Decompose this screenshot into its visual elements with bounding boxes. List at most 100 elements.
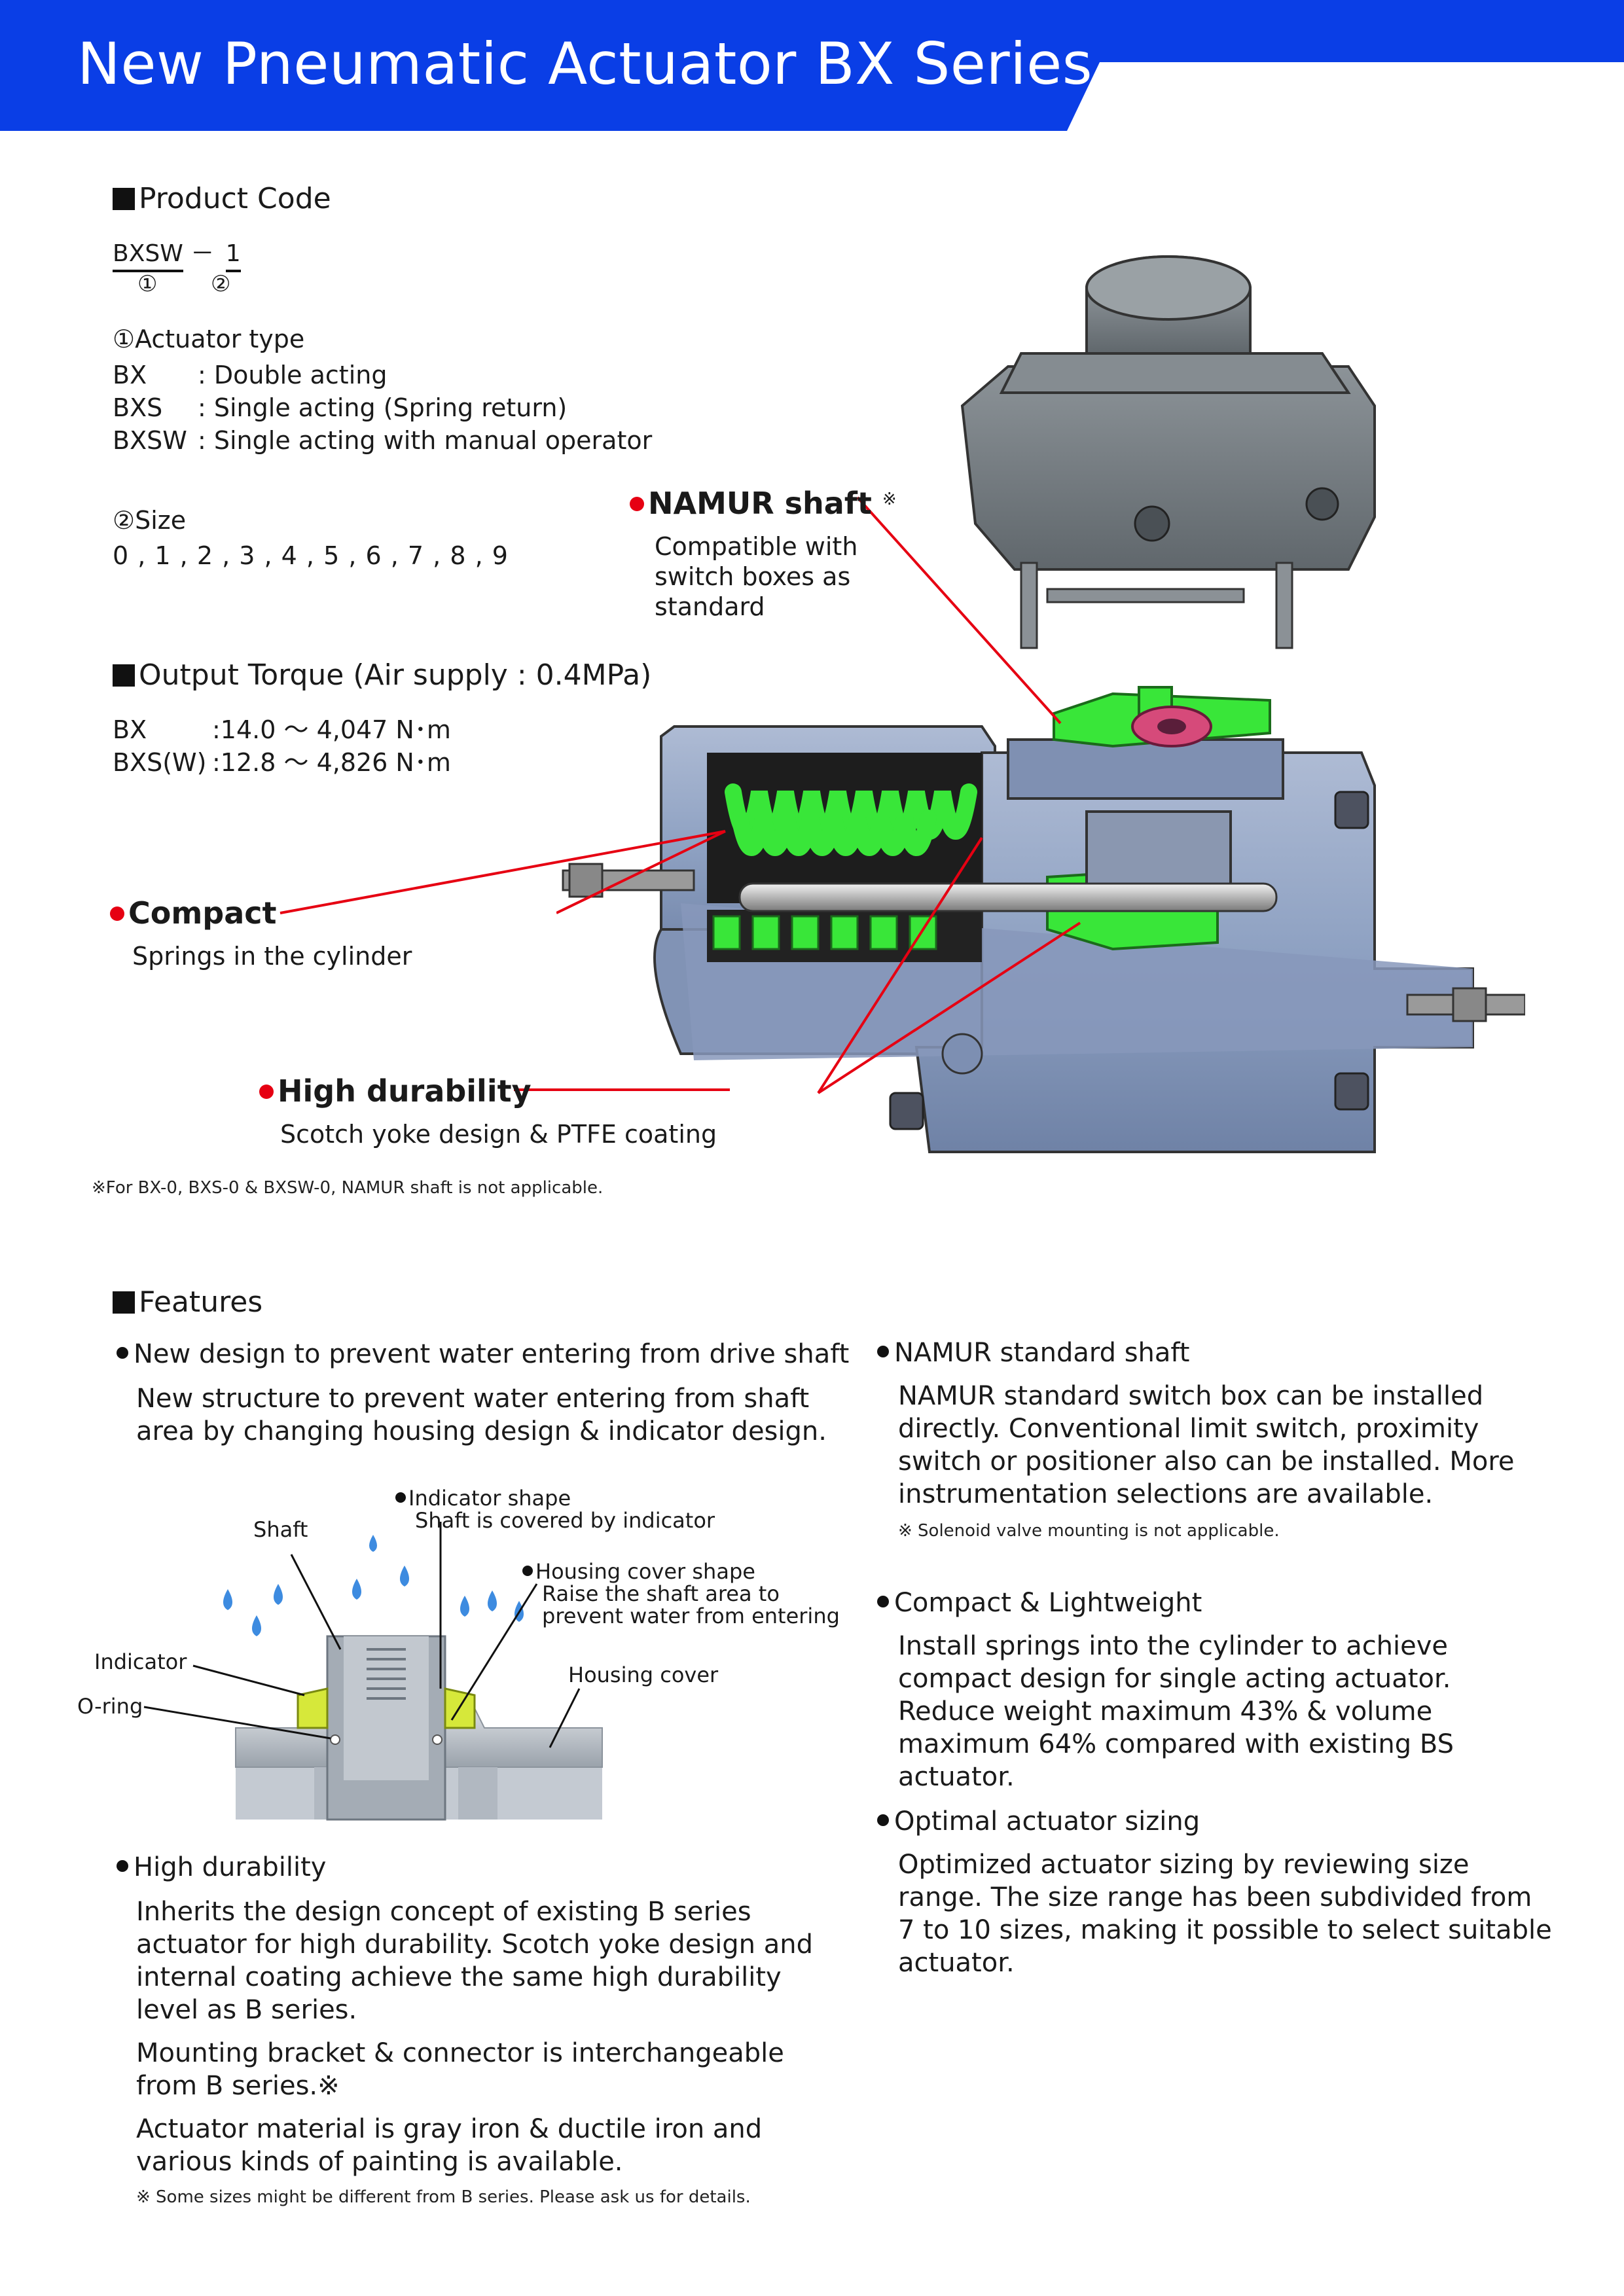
compact-feature-title-text: Compact & Lightweight <box>894 1588 1202 1618</box>
callout-leader-lines <box>556 496 1081 1094</box>
durability-paragraph: Mounting bracket & connector is intercha… <box>136 2038 784 2101</box>
sizing-feature-title: Optimal actuator sizing <box>877 1806 1200 1837</box>
torque-row: BXS(W):12.8 ～ 4,826 N･m <box>113 746 451 779</box>
durability-paragraph: Actuator material is gray iron & ductile… <box>136 2114 763 2177</box>
type-row: BXSW : Single acting with manual operator <box>113 424 652 457</box>
bullet-dot-icon <box>117 1860 128 1872</box>
indicator-shape-desc: Shaft is covered by indicator <box>415 1508 715 1533</box>
output-torque-heading: Output Torque (Air supply : 0.4MPa) <box>113 658 651 692</box>
namur-callout-line: Compatible with <box>655 532 858 561</box>
housing-cover-label: Housing cover <box>568 1662 719 1687</box>
torque-value: :14.0 ～ 4,047 N･m <box>212 715 451 744</box>
bullet-dot-icon <box>877 1814 889 1826</box>
code-dash: － <box>190 240 215 267</box>
indicator-label: Indicator <box>94 1649 187 1674</box>
compact-feature-body: Install springs into the cylinder to ach… <box>898 1631 1454 1792</box>
durability-callout-title-text: High durability <box>278 1073 532 1109</box>
namur-callout-title-text: NAMUR shaft <box>648 486 872 521</box>
torque-model: BX <box>113 715 147 744</box>
namur-feature-note: ※ Solenoid valve mounting is not applica… <box>898 1521 1280 1541</box>
type-code: BXS <box>113 393 163 422</box>
durability-feature-title: High durability <box>117 1852 326 1882</box>
namur-callout-line: switch boxes as <box>655 562 851 591</box>
bullet-dot-icon <box>117 1347 128 1359</box>
code-part-2: 1 <box>225 240 241 272</box>
red-dot-icon <box>259 1085 274 1099</box>
type-code: BXSW <box>113 426 187 455</box>
durability-note: ※ Some sizes might be different from B s… <box>136 2187 751 2207</box>
durability-callout-title: High durability <box>259 1073 532 1109</box>
bullet-dot-icon <box>395 1492 406 1503</box>
red-dot-icon <box>630 497 644 511</box>
type-desc: : Single acting (Spring return) <box>198 393 568 422</box>
diagram-drawing <box>143 1522 603 1821</box>
compact-callout-title: Compact <box>110 895 277 931</box>
diagram-leader-lines <box>143 1522 581 1748</box>
type-row: BX : Double acting <box>113 359 652 391</box>
type-code: BX <box>113 361 147 389</box>
bullet-dot-icon <box>877 1346 889 1357</box>
size-title: ②Size <box>113 506 187 535</box>
water-feature-title-text: New design to prevent water entering fro… <box>134 1339 850 1369</box>
namur-feature-title: NAMUR standard shaft <box>877 1338 1189 1368</box>
bullet-dot-icon <box>522 1566 533 1576</box>
namur-footnote: ※For BX-0, BXS-0 & BXSW-0, NAMUR shaft i… <box>92 1178 604 1198</box>
page-title: New Pneumatic Actuator BX Series <box>77 30 1093 98</box>
namur-feature-body: NAMUR standard switch box can be install… <box>898 1381 1515 1509</box>
type-desc: : Single acting with manual operator <box>198 426 653 455</box>
housing-shape-title: Housing cover shape <box>535 1559 755 1584</box>
namur-callout-line: standard <box>655 592 765 621</box>
durability-callout-desc: Scotch yoke design & PTFE coating <box>280 1120 717 1149</box>
sizing-feature-body: Optimized actuator sizing by reviewing s… <box>898 1850 1552 1978</box>
switch-box <box>960 255 1376 649</box>
torque-row: BX :14.0 ～ 4,047 N･m <box>113 713 451 746</box>
water-feature-title: New design to prevent water entering fro… <box>117 1339 849 1369</box>
namur-callout-mark: ※ <box>882 490 897 509</box>
product-code-diagram: BXSW － 1 <box>113 234 241 272</box>
actuator-type-title: ①Actuator type <box>113 325 305 353</box>
namur-callout-title: NAMUR shaft ※ <box>630 486 897 521</box>
features-heading: Features <box>113 1285 262 1319</box>
product-code-heading: Product Code <box>113 182 331 215</box>
housing-shape-desc: prevent water from entering <box>542 1604 840 1628</box>
square-bullet-icon <box>113 1291 135 1314</box>
durability-feature-body: Inherits the design concept of existing … <box>136 1895 830 2189</box>
compact-callout-desc: Springs in the cylinder <box>132 942 412 971</box>
actuator-type-list: BX : Double acting BXS : Single acting (Sp… <box>113 359 652 457</box>
code-marker-2: ② <box>211 271 231 297</box>
code-marker-1: ① <box>137 271 158 297</box>
durability-paragraph: Inherits the design concept of existing … <box>136 1897 813 2025</box>
type-desc: : Double acting <box>198 361 388 389</box>
oring-label: O-ring <box>77 1694 143 1719</box>
water-drop-icons <box>223 1535 524 1636</box>
square-bullet-icon <box>113 664 135 687</box>
torque-model: BXS(W) <box>113 748 207 777</box>
namur-feature-title-text: NAMUR standard shaft <box>894 1338 1190 1368</box>
callout-leader-lines-left <box>280 830 730 1091</box>
features-heading-text: Features <box>139 1285 263 1319</box>
torque-table: BX :14.0 ～ 4,047 N･m BXS(W):12.8 ～ 4,826 … <box>113 713 451 779</box>
shaft-label: Shaft <box>253 1517 308 1542</box>
product-code-heading-text: Product Code <box>139 182 331 215</box>
bullet-dot-icon <box>877 1596 889 1607</box>
square-bullet-icon <box>113 188 135 210</box>
water-feature-body: New structure to prevent water entering … <box>136 1384 827 1446</box>
actuator-cutaway-illustration <box>556 255 1525 1153</box>
output-torque-heading-text: Output Torque (Air supply : 0.4MPa) <box>139 658 652 692</box>
actuator-body <box>562 686 1525 1153</box>
durability-feature-title-text: High durability <box>134 1852 327 1882</box>
code-part-1: BXSW <box>113 240 183 272</box>
compact-feature-title: Compact & Lightweight <box>877 1588 1202 1618</box>
title-banner <box>0 0 1624 131</box>
indicator-shape-title: Indicator shape <box>408 1486 571 1511</box>
compact-callout-title-text: Compact <box>128 895 277 931</box>
size-list: 0 , 1 , 2 , 3 , 4 , 5 , 6 , 7 , 8 , 9 <box>113 541 509 570</box>
type-row: BXS : Single acting (Spring return) <box>113 391 652 424</box>
sizing-feature-title-text: Optimal actuator sizing <box>894 1806 1200 1837</box>
red-dot-icon <box>110 906 124 921</box>
housing-shape-desc: Raise the shaft area to <box>542 1581 780 1606</box>
shaft-seal-diagram <box>143 1522 603 1821</box>
namur-callout-desc: Compatible with switch boxes as standard <box>655 531 857 622</box>
